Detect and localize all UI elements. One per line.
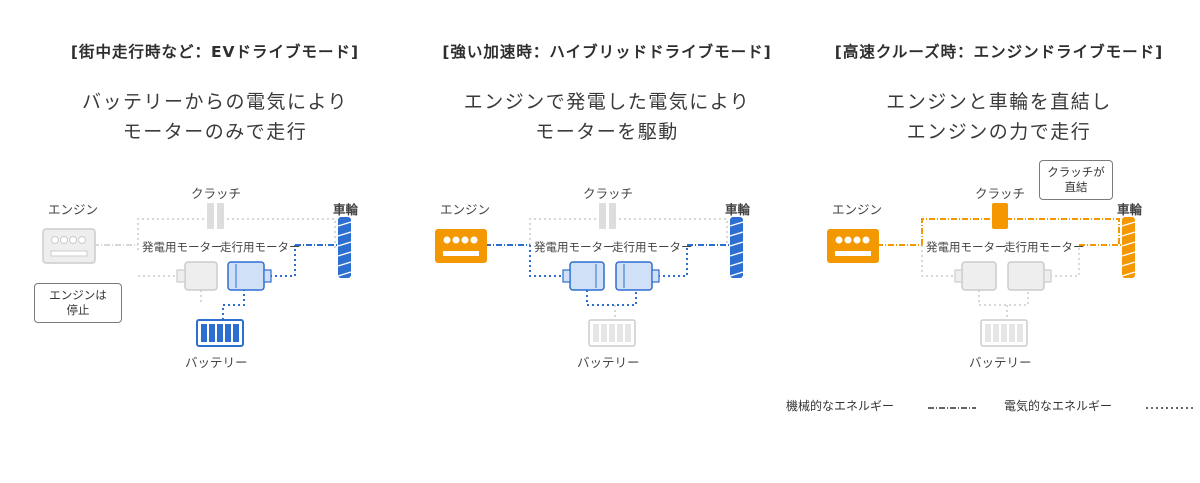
engine-icon	[42, 228, 96, 264]
inactive-loop-line	[529, 218, 728, 245]
drive-motor-icon	[227, 261, 272, 291]
inactive-loop-line	[137, 218, 336, 250]
generator-motor-icon	[562, 261, 605, 291]
legend-mechanical-label: 機械的なエネルギー	[786, 399, 895, 413]
generator-motor-icon	[176, 261, 218, 291]
clutch-label: クラッチ	[583, 186, 634, 201]
clutch-icon	[599, 203, 616, 229]
panel-title: [強い加速時：ハイブリッドドライブモード]	[442, 43, 772, 61]
hybrid-drive-diagram	[435, 203, 744, 347]
engine-label: エンジン	[832, 202, 883, 217]
description-line-1: エンジンで発電した電気により	[463, 91, 751, 113]
wheel-label: 車輪	[1117, 202, 1143, 217]
wheel-label: 車輪	[725, 202, 751, 217]
legend-mechanical-swatch	[928, 407, 976, 409]
engine-drive-diagram	[827, 203, 1136, 347]
clutch-icon	[207, 203, 224, 229]
clutch-label: クラッチ	[975, 186, 1026, 201]
panel-ev-drive: [街中走行時など：EVドライブモード] バッテリーからの電気により モーターのみ…	[15, 0, 415, 400]
active-electric-loop-line	[529, 245, 565, 277]
battery-label: バッテリー	[577, 355, 640, 370]
engine-stopped-note: エンジンは 停止	[34, 283, 122, 323]
engine-icon	[435, 229, 487, 263]
note-line-2: 直結	[1064, 180, 1088, 194]
drive-motor-label: 走行用モーター	[1004, 240, 1085, 254]
generator-motor-label: 発電用モーター	[142, 240, 223, 254]
active-gen-drive-line	[586, 290, 637, 306]
description-line-2: モーターのみで走行	[122, 121, 308, 143]
panel-title: [街中走行時など：EVドライブモード]	[70, 43, 360, 61]
wheel-icon	[729, 217, 744, 278]
battery-label: バッテリー	[185, 355, 248, 370]
generator-motor-label: 発電用モーター	[534, 240, 615, 254]
legend-electrical-swatch	[1146, 407, 1194, 409]
inactive-gen-drive-line	[978, 290, 1029, 306]
description-line-1: バッテリーからの電気により	[81, 91, 349, 113]
engine-label: エンジン	[440, 202, 491, 217]
active-clutch-path-line	[921, 218, 1120, 245]
drive-motor-icon	[1007, 261, 1052, 291]
battery-label: バッテリー	[969, 355, 1032, 370]
note-line-1: エンジンは	[49, 288, 107, 302]
active-battery-motor-line	[222, 290, 245, 320]
battery-icon	[588, 319, 636, 347]
panel-hybrid-drive: [強い加速時：ハイブリッドドライブモード] エンジンで発電した電気により モータ…	[407, 0, 807, 400]
wheel-icon	[1121, 217, 1136, 278]
active-motor-loop-line	[270, 245, 296, 277]
drive-motor-label: 走行用モーター	[612, 240, 693, 254]
ev-drive-diagram	[42, 203, 352, 347]
inactive-loop-line	[921, 245, 957, 277]
engine-label: エンジン	[48, 202, 99, 217]
drive-motor-icon	[615, 261, 660, 291]
clutch-label: クラッチ	[191, 186, 242, 201]
panel-engine-drive: [高速クルーズ時：エンジンドライブモード] エンジンと車輪を直結し エンジンの力…	[799, 0, 1199, 400]
engine-icon	[827, 229, 879, 263]
battery-icon	[980, 319, 1028, 347]
drive-motor-label: 走行用モーター	[220, 240, 301, 254]
description-line-2: エンジンの力で走行	[906, 121, 1092, 143]
generator-motor-icon	[954, 261, 997, 291]
description-line-2: モーターを駆動	[535, 121, 679, 143]
panel-title: [高速クルーズ時：エンジンドライブモード]	[834, 43, 1164, 61]
clutch-engaged-note: クラッチが 直結	[1039, 160, 1113, 200]
clutch-icon	[992, 203, 1008, 229]
description-line-1: エンジンと車輪を直結し	[886, 91, 1112, 113]
generator-motor-label: 発電用モーター	[926, 240, 1007, 254]
note-line-2: 停止	[66, 303, 90, 317]
battery-icon	[196, 319, 244, 347]
wheel-icon	[337, 217, 352, 278]
legend-electrical-label: 電気的なエネルギー	[1004, 399, 1113, 413]
note-line-1: クラッチが	[1047, 165, 1105, 179]
wheel-label: 車輪	[333, 202, 359, 217]
